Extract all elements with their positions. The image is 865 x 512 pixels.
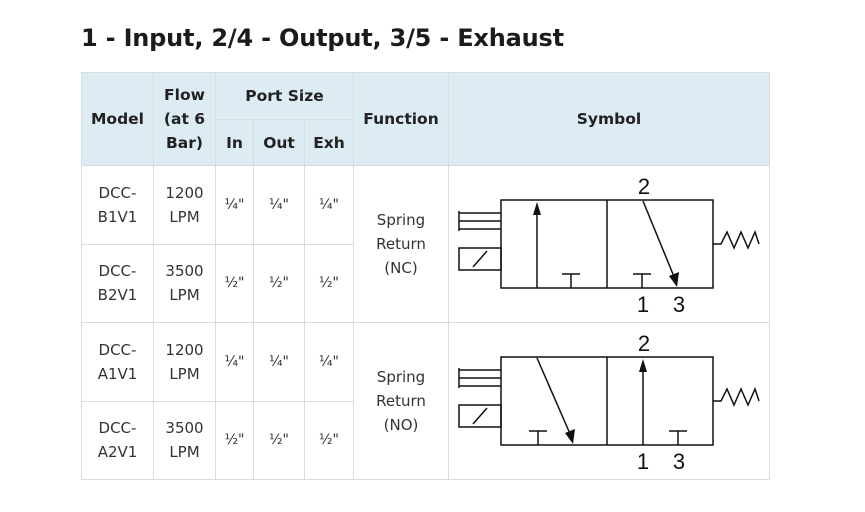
pushbutton-actuator xyxy=(458,211,501,231)
port-label-2: 2 xyxy=(638,331,650,356)
spring-return xyxy=(713,386,760,407)
header-model: Model xyxy=(81,72,154,166)
cell-in: ¼" xyxy=(215,322,254,402)
cell-flow: 1200 LPM xyxy=(153,322,216,402)
table-row: DCC- B2V1 3500 LPM ½" ½" ½" xyxy=(81,243,770,323)
port-label-3: 3 xyxy=(673,449,685,474)
header-port-size: Port Size xyxy=(215,72,354,120)
cell-out: ¼" xyxy=(253,165,305,245)
port-label-2: 2 xyxy=(638,174,650,199)
cell-model: DCC- A1V1 xyxy=(81,322,154,402)
cell-exh: ¼" xyxy=(304,165,354,245)
header-in: In xyxy=(215,119,254,166)
port-label-3: 3 xyxy=(673,292,685,317)
table-row: DCC- B1V1 1200 LPM ¼" ¼" ¼" Spring Retur… xyxy=(81,165,770,323)
cell-exh: ¼" xyxy=(304,322,354,402)
cell-out: ½" xyxy=(253,243,305,323)
cell-symbol: 2 1 3 xyxy=(448,165,770,323)
cell-flow: 1200 LPM xyxy=(153,165,216,245)
cell-in: ½" xyxy=(215,243,254,323)
page-title: 1 - Input, 2/4 - Output, 3/5 - Exhaust xyxy=(81,24,564,52)
header-exh: Exh xyxy=(304,119,354,166)
pushbutton-actuator xyxy=(458,368,501,388)
cell-model: DCC- B2V1 xyxy=(81,243,154,323)
port-label-1: 1 xyxy=(637,292,649,317)
cell-flow: 3500 LPM xyxy=(153,400,216,480)
cell-out: ¼" xyxy=(253,322,305,402)
table-header: Model Flow (at 6 Bar) Port Size Function… xyxy=(81,72,770,166)
cell-function: Spring Return (NO) xyxy=(353,322,449,480)
header-function: Function xyxy=(353,72,449,166)
cell-model: DCC- B1V1 xyxy=(81,165,154,245)
cell-exh: ½" xyxy=(304,243,354,323)
header-flow: Flow (at 6 Bar) xyxy=(153,72,216,166)
cell-model: DCC- A2V1 xyxy=(81,400,154,480)
header-out: Out xyxy=(253,119,305,166)
valve-symbol-no: 2 1 3 xyxy=(458,331,760,474)
cell-out: ½" xyxy=(253,400,305,480)
cell-exh: ½" xyxy=(304,400,354,480)
cell-flow: 3500 LPM xyxy=(153,243,216,323)
valve-spec-table: Model Flow (at 6 Bar) Port Size Function… xyxy=(81,72,770,480)
cell-function: Spring Return (NC) xyxy=(353,165,449,323)
valve-symbol-nc: 2 1 3 xyxy=(458,174,760,317)
spring-return xyxy=(713,229,760,250)
cell-symbol: 2 1 3 xyxy=(448,322,770,480)
cell-in: ¼" xyxy=(215,165,254,245)
table-row: DCC- A2V1 3500 LPM ½" ½" ½" xyxy=(81,400,770,480)
port-label-1: 1 xyxy=(637,449,649,474)
cell-in: ½" xyxy=(215,400,254,480)
header-symbol: Symbol xyxy=(448,72,770,166)
table-row: DCC- A1V1 1200 LPM ¼" ¼" ¼" Spring Retur… xyxy=(81,322,770,480)
